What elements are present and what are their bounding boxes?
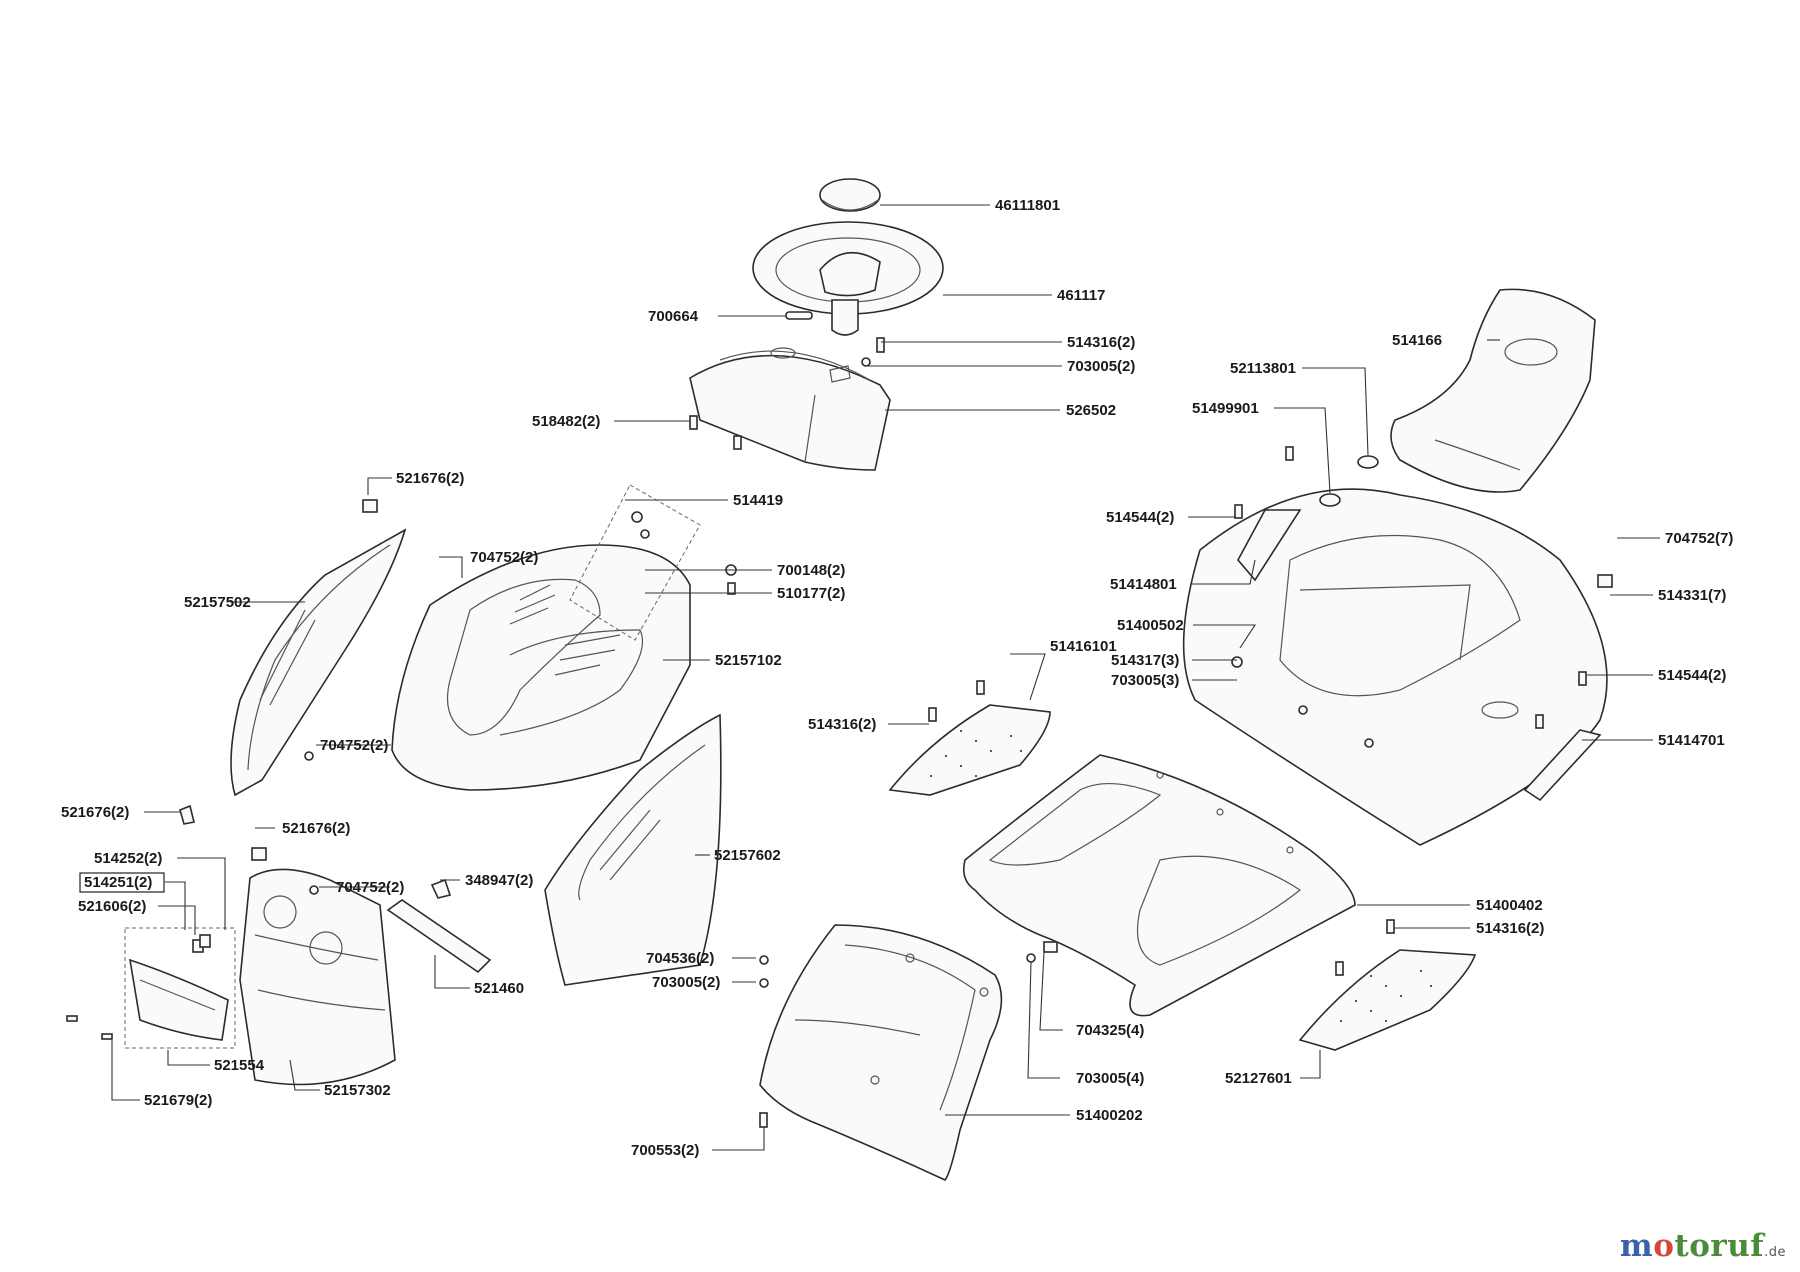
label-700553-2: 700553(2) <box>631 1142 699 1159</box>
label-704752-2-c: 704752(2) <box>336 879 404 896</box>
label-521676-2-a: 521676(2) <box>396 470 464 487</box>
label-514316-2-c: 514316(2) <box>1476 920 1544 937</box>
label-46111801: 46111801 <box>995 197 1060 214</box>
label-521676-2-c: 521676(2) <box>282 820 350 837</box>
label-521679-2: 521679(2) <box>144 1092 212 1109</box>
label-514331-7: 514331(7) <box>1658 587 1726 604</box>
label-703005-2-b: 703005(2) <box>652 974 720 991</box>
label-52127601: 52127601 <box>1225 1070 1292 1087</box>
label-51400502: 51400502 <box>1117 617 1184 634</box>
label-51499901: 51499901 <box>1192 400 1259 417</box>
label-704752-7: 704752(7) <box>1665 530 1733 547</box>
label-514252-2: 514252(2) <box>94 850 162 867</box>
label-51414801: 51414801 <box>1110 576 1177 593</box>
label-52157602: 52157602 <box>714 847 781 864</box>
steering-cap-part <box>819 178 881 212</box>
label-51416101: 51416101 <box>1050 638 1117 655</box>
front-shroud-part <box>759 924 1003 1181</box>
label-461117: 461117 <box>1057 287 1105 304</box>
part-labels: 46111801 461117 700664 514316(2) 703005(… <box>61 197 1733 1159</box>
clip-700664-part <box>785 311 813 320</box>
label-703005-2: 703005(2) <box>1067 358 1135 375</box>
label-514316-2-a: 514316(2) <box>1067 334 1135 351</box>
label-526502: 526502 <box>1066 402 1116 419</box>
label-704536-2: 704536(2) <box>646 950 714 967</box>
bracket-part <box>309 878 492 974</box>
right-footplate-part <box>1298 919 1477 1051</box>
label-704325-4: 704325(4) <box>1076 1022 1144 1039</box>
label-521606-2: 521606(2) <box>78 898 146 915</box>
label-51400202: 51400202 <box>1076 1107 1143 1124</box>
label-521554: 521554 <box>214 1057 265 1074</box>
label-514544-2-b: 514544(2) <box>1658 667 1726 684</box>
label-514251-2-box <box>79 872 165 893</box>
label-700664: 700664 <box>648 308 699 325</box>
headlight-lens-part <box>66 927 236 1049</box>
label-348947-2: 348947(2) <box>465 872 533 889</box>
label-514316-2-b: 514316(2) <box>808 716 876 733</box>
label-703005-4: 703005(4) <box>1076 1070 1144 1087</box>
label-514166: 514166 <box>1392 332 1442 349</box>
label-52157302: 52157302 <box>324 1082 391 1099</box>
label-704752-2-b: 704752(2) <box>320 737 388 754</box>
label-514251-2: 514251(2) <box>84 874 152 891</box>
bonnet-part <box>391 544 691 791</box>
left-side-panel-part <box>230 499 407 797</box>
label-51414701: 51414701 <box>1658 732 1725 749</box>
label-521676-2-b: 521676(2) <box>61 804 129 821</box>
label-52113801: 52113801 <box>1230 360 1296 377</box>
hardware-shroud <box>759 941 1058 1128</box>
leader-lines <box>111 204 1660 1151</box>
front-grille-part <box>239 847 396 1086</box>
left-footplate-part <box>888 680 1051 796</box>
label-52157102: 52157102 <box>715 652 782 669</box>
label-704752-2-a: 704752(2) <box>470 549 538 566</box>
rear-body-part <box>1182 488 1613 846</box>
side-trim-part <box>1523 671 1602 802</box>
center-body-part <box>962 754 1356 1017</box>
dashboard-cover-part <box>689 347 891 471</box>
steering-wheel-part <box>752 221 944 336</box>
seat-part <box>1390 288 1596 493</box>
clip-bottom-left-part <box>179 751 314 825</box>
label-514544-2-a: 514544(2) <box>1106 509 1174 526</box>
label-703005-3: 703005(3) <box>1111 672 1179 689</box>
label-510177-2: 510177(2) <box>777 585 845 602</box>
label-514419: 514419 <box>733 492 783 509</box>
seat-hardware <box>1234 446 1379 582</box>
label-700148-2: 700148(2) <box>777 562 845 579</box>
label-518482-2: 518482(2) <box>532 413 600 430</box>
label-514317-3: 514317(3) <box>1111 652 1179 669</box>
label-51400402: 51400402 <box>1476 897 1543 914</box>
hood-trim-part <box>569 484 737 641</box>
motoruf-logo: motoruf.de <box>1619 1228 1786 1264</box>
right-side-panel-part <box>544 713 722 986</box>
label-52157502: 52157502 <box>184 594 251 611</box>
label-521460: 521460 <box>474 980 524 997</box>
